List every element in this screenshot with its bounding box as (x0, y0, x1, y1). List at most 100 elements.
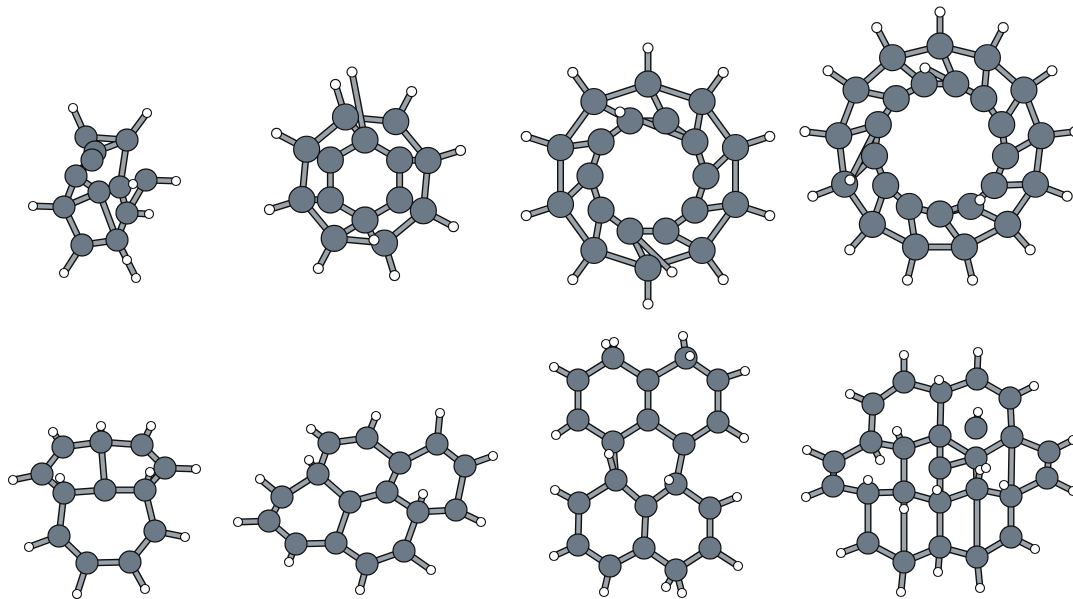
carbon-atom (942, 70, 970, 98)
cage-molecule-medium (263, 66, 467, 282)
carbon-atom (652, 107, 680, 135)
planar-molecule-xlarge (800, 346, 1073, 598)
hydrogen-atom (614, 106, 626, 118)
hydrogen-atom (567, 274, 579, 286)
cage-molecule-small-atoms (27, 102, 182, 284)
planar-molecule-large-atoms (548, 330, 751, 599)
carbon-atom (284, 532, 308, 556)
hydrogen-atom (663, 474, 675, 486)
carbon-atom (901, 233, 930, 261)
carbon-atom (988, 110, 1016, 139)
carbon-atom (89, 430, 113, 454)
hydrogen-atom (434, 407, 446, 419)
hydrogen-atom (141, 107, 153, 119)
carbon-atom (831, 170, 859, 198)
carbon-atom (999, 525, 1023, 549)
carbon-atom (316, 146, 344, 174)
hydrogen-atom (354, 584, 366, 596)
hydrogen-atom (684, 350, 696, 362)
hydrogen-atom (346, 66, 358, 78)
carbon-atom (115, 128, 139, 152)
cage-molecule-xlarge-atoms (799, 6, 1073, 286)
hydrogen-atom (932, 566, 944, 578)
carbon-atom (1010, 76, 1038, 104)
hydrogen-atom (312, 262, 324, 274)
hydrogen-atom (368, 234, 380, 246)
carbon-atom (688, 236, 716, 265)
carbon-atom (928, 490, 952, 514)
carbon-atom (965, 477, 989, 501)
carbon-atom (672, 432, 696, 456)
hydrogen-atom (190, 463, 202, 475)
hydrogen-atom (143, 208, 155, 220)
hydrogen-atom (862, 474, 874, 486)
hydrogen-atom (739, 365, 751, 377)
hydrogen-atom (660, 581, 672, 593)
hydrogen-atom (548, 361, 560, 373)
carbon-atom (706, 368, 730, 392)
cage-molecule-medium-bonds (268, 71, 462, 277)
carbon-atom (257, 509, 281, 533)
carbon-atom (105, 228, 129, 252)
carbon-atom (652, 217, 680, 245)
hydrogen-atom (170, 175, 182, 187)
carbon-atom (994, 210, 1022, 238)
hydrogen-atom (271, 127, 283, 139)
hydrogen-atom (844, 244, 856, 256)
hydrogen-atom (676, 587, 688, 599)
carbon-atom (858, 210, 886, 238)
hydrogen-atom (67, 102, 79, 114)
planar-molecule-medium-atoms (232, 407, 499, 596)
carbon-atom (926, 200, 954, 228)
carbon-atom (382, 108, 410, 136)
carbon-atom (566, 368, 590, 392)
hydrogen-atom (232, 516, 244, 528)
carbon-atom (965, 367, 989, 391)
hydrogen-atom (305, 423, 317, 435)
carbon-atom (634, 494, 658, 518)
hydrogen-atom (303, 454, 315, 466)
hydrogen-atom (27, 200, 39, 212)
carbon-atom (636, 408, 660, 432)
hydrogen-atom (283, 556, 295, 568)
carbon-atom (143, 519, 167, 543)
carbon-atom (576, 162, 604, 190)
carbon-atom (856, 481, 880, 505)
carbon-atom (546, 133, 575, 162)
hydrogen-atom (548, 550, 560, 562)
hydrogen-atom (58, 267, 70, 279)
hydrogen-atom (1029, 543, 1041, 555)
hydrogen-atom (127, 178, 139, 190)
carbon-atom (338, 490, 362, 514)
carbon-atom (30, 462, 54, 486)
carbon-atom (386, 146, 414, 174)
carbon-atom (87, 180, 111, 204)
hydrogen-atom (764, 130, 776, 142)
hydrogen-atom (677, 330, 689, 342)
hydrogen-atom (1061, 190, 1073, 202)
carbon-atom (306, 462, 330, 486)
hydrogen-atom (931, 484, 943, 496)
carbon-atom (601, 430, 625, 454)
carbon-atom (882, 84, 910, 113)
cage-structures-row (27, 6, 1073, 310)
carbon-atom (825, 122, 853, 150)
hydrogen-atom (980, 462, 992, 474)
carbon-atom (293, 135, 321, 163)
hydrogen-atom (934, 6, 946, 18)
carbon-atom (324, 531, 348, 555)
carbon-atom (51, 435, 75, 459)
hydrogen-atom (666, 266, 678, 278)
hydrogen-atom (139, 583, 151, 595)
hydrogen-atom (179, 531, 191, 543)
carbon-atom (892, 436, 916, 460)
carbon-atom (134, 168, 158, 192)
hydrogen-atom (130, 272, 142, 284)
planar-molecule-medium (232, 407, 499, 596)
hydrogen-atom (389, 269, 401, 282)
hydrogen-atom (731, 491, 743, 503)
hydrogen-atom (891, 425, 903, 437)
hydrogen-atom (642, 298, 654, 310)
hydrogen-atom (844, 174, 856, 186)
